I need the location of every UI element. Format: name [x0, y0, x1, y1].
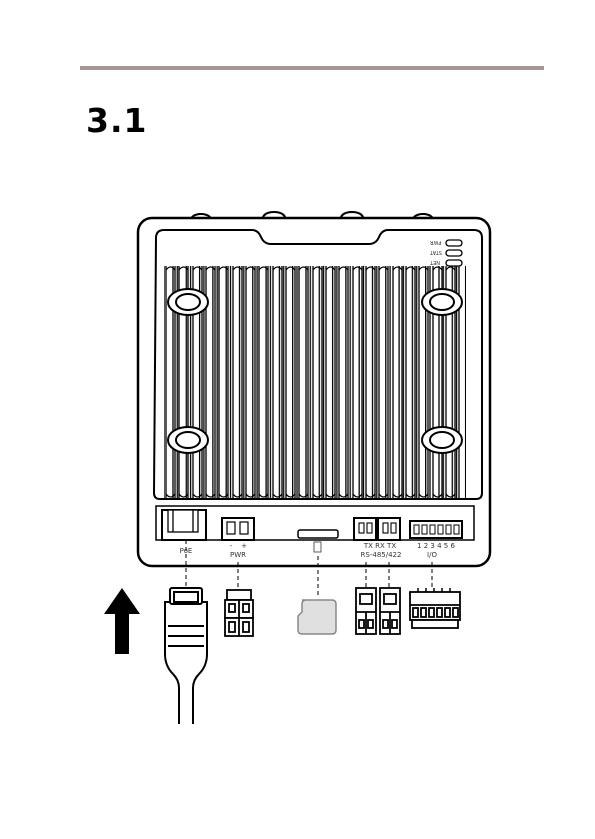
led-label-net: NET — [429, 259, 440, 265]
serial-connector-icon — [356, 588, 400, 634]
led-label-pwr: PWR — [429, 239, 441, 245]
microsd-card-icon — [298, 600, 336, 634]
port-label-io-pins: 1 2 3 4 5 6 — [417, 542, 455, 550]
power-connector-icon — [225, 590, 253, 636]
io-connector-icon — [410, 588, 460, 628]
up-arrow-icon — [104, 588, 140, 654]
port-label-pwr: PWR — [230, 551, 246, 559]
led-label-stat: STAT — [429, 249, 442, 255]
port-label-pwr-plus: + — [241, 542, 247, 550]
port-label-rs485: RS-485/422 — [361, 551, 402, 559]
port-label-rs485-pins: TX RX TX — [363, 542, 396, 550]
port-label-io: I/O — [427, 551, 437, 559]
ethernet-cable-icon — [165, 588, 207, 724]
